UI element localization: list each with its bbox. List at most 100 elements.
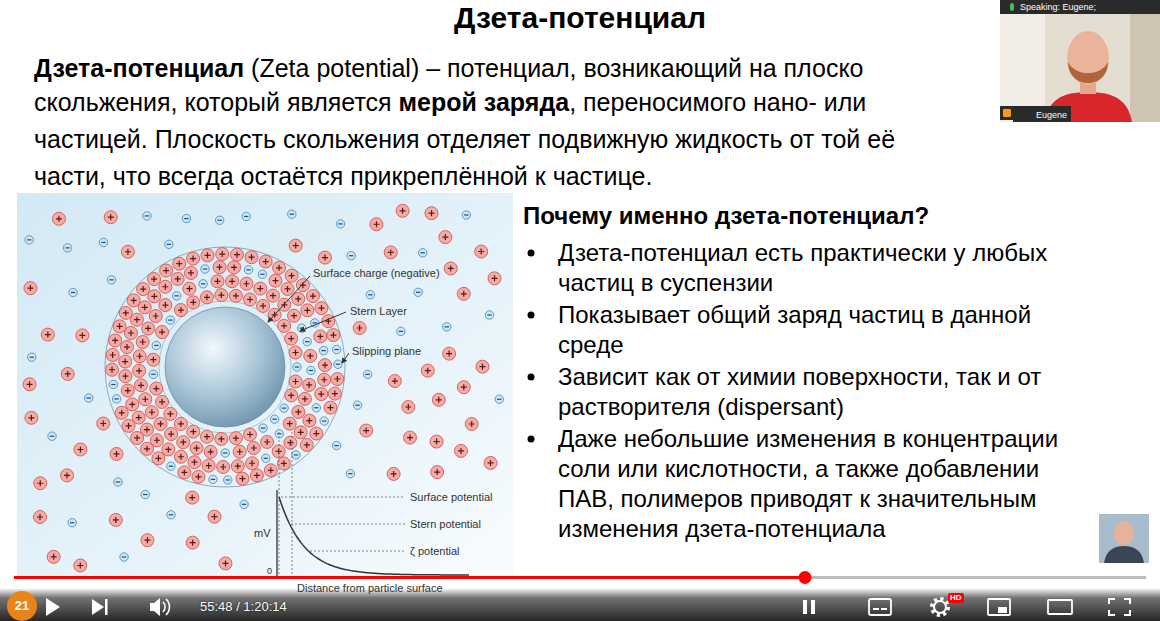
charge-sign — [165, 446, 171, 452]
ion-disc — [109, 513, 122, 526]
ion-disc — [300, 438, 313, 451]
anion-symbol — [319, 346, 327, 354]
name-tag-icon-bar — [1000, 106, 1013, 120]
bullet-text: Дзета-потенциал есть практически у любых… — [558, 238, 1098, 298]
charge-sign — [251, 445, 257, 451]
ion-disc — [285, 389, 298, 402]
ion-disc — [192, 470, 205, 483]
charge-sign — [153, 313, 159, 319]
cation-symbol — [318, 251, 331, 264]
charge-sign — [109, 279, 113, 280]
cation-symbol — [136, 336, 149, 349]
ion-disc — [484, 456, 497, 469]
ion-disc — [257, 299, 270, 312]
ion-disc — [215, 432, 228, 445]
ion-disc — [104, 211, 117, 224]
charge-sign — [65, 247, 69, 248]
slide-title: Дзета-потенциал — [454, 0, 706, 36]
cation-symbol — [289, 375, 302, 388]
cation-symbol — [457, 287, 470, 300]
cation-symbol — [202, 459, 215, 472]
charge-sign — [211, 479, 215, 480]
charge-sign — [162, 302, 168, 308]
cation-symbol — [76, 329, 89, 342]
cation-symbol — [244, 293, 257, 306]
charge-sign — [124, 344, 130, 350]
charge-sign — [288, 392, 294, 398]
charge-sign — [131, 297, 137, 303]
ion-disc — [186, 536, 199, 549]
charge-sign — [176, 261, 182, 267]
ion-disc — [148, 290, 161, 303]
charge-sign — [114, 398, 118, 399]
volume-wave — [166, 599, 169, 615]
ion-cloud — [23, 204, 503, 572]
charge-sign — [276, 265, 282, 271]
bullet-list-marks — [528, 250, 535, 443]
ion-disc — [152, 341, 160, 349]
ion-disc — [264, 464, 277, 477]
ion-disc — [258, 270, 266, 278]
volume-icon — [150, 598, 160, 616]
charge-sign — [327, 405, 333, 411]
ion-disc — [346, 469, 354, 477]
ion-disc — [421, 364, 434, 377]
charge-sign — [142, 396, 148, 402]
ion-disc — [303, 414, 316, 427]
ion-disc — [112, 395, 120, 403]
charge-sign — [270, 293, 276, 299]
ion-disc — [202, 459, 215, 472]
charge-sign — [125, 249, 131, 255]
thumbnail-face — [1114, 521, 1134, 545]
ion-disc — [219, 557, 232, 570]
cation-symbol — [74, 559, 87, 572]
ion-disc — [187, 252, 200, 265]
cation-symbol — [141, 534, 154, 547]
ion-disc — [278, 319, 291, 332]
charge-sign — [144, 427, 150, 433]
anion-symbol — [414, 288, 422, 296]
avatar-number: 21 — [7, 591, 37, 621]
charge-sign — [231, 264, 237, 270]
ion-disc — [387, 467, 400, 480]
ion-disc — [61, 367, 74, 380]
ion-disc — [106, 348, 119, 361]
cation-symbol — [283, 417, 296, 430]
cation-symbol — [226, 275, 239, 288]
charge-sign — [28, 415, 34, 421]
ion-disc — [99, 238, 107, 246]
potential-curve — [279, 497, 469, 575]
anion-symbol — [167, 462, 175, 470]
charge-sign — [442, 234, 448, 240]
ion-disc — [318, 251, 331, 264]
cation-symbol — [137, 283, 150, 296]
ion-disc — [211, 275, 224, 288]
cation-symbol — [245, 251, 258, 264]
ion-disc — [147, 353, 160, 366]
charge-sign — [136, 368, 142, 374]
cation-symbol — [109, 334, 122, 347]
ion-disc — [288, 210, 296, 218]
guide-line — [281, 497, 405, 498]
charge-sign — [461, 291, 467, 297]
charge-sign — [334, 376, 340, 382]
ion-disc — [133, 350, 146, 363]
charge-sign — [405, 404, 411, 410]
charge-sign — [244, 216, 248, 217]
axis-label: mV — [254, 526, 271, 540]
cation-symbol — [360, 424, 373, 437]
charge-sign — [153, 386, 159, 392]
charge-sign — [168, 431, 174, 437]
ion-disc — [107, 276, 115, 284]
ion-disc — [454, 444, 467, 457]
anion-symbol — [69, 288, 77, 296]
ion-disc — [200, 291, 213, 304]
cation-symbol — [187, 296, 200, 309]
ion-disc — [457, 381, 470, 394]
ion-disc — [312, 404, 320, 412]
charge-sign — [119, 410, 125, 416]
cation-symbol — [145, 406, 158, 419]
ion-disc — [141, 490, 149, 498]
ion-disc — [215, 216, 223, 224]
ion-disc — [167, 511, 175, 519]
